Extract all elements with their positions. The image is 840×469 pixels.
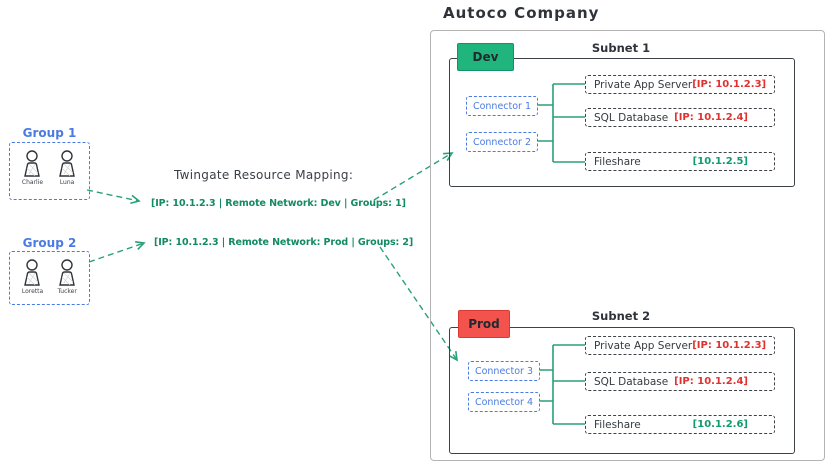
arrow-group1-to-mapping1	[86, 189, 141, 205]
group2-label: Group 2	[22, 236, 77, 250]
person-name: Luna	[59, 179, 75, 186]
person-name: Tucker	[57, 288, 77, 295]
person-name: Charlie	[21, 179, 44, 186]
group1-label: Group 1	[22, 126, 77, 140]
connector-3: Connector 3	[468, 361, 540, 381]
resource-label: SQL Database	[594, 111, 669, 124]
mapping-entry-prod: [IP: 10.1.2.3 | Remote Network: Prod | G…	[154, 237, 414, 248]
prod-tag: Prod	[458, 310, 510, 338]
resource-label: Private App Server	[594, 78, 693, 91]
dev-tag: Dev	[457, 43, 514, 71]
resource-fileshare-2: Fileshare [10.1.2.6]	[585, 415, 775, 434]
resource-ip: [IP: 10.1.2.4]	[674, 376, 748, 387]
resource-label: Fileshare	[594, 155, 641, 168]
resource-ip: [10.1.2.6]	[692, 419, 748, 430]
person-icon	[59, 150, 75, 177]
person-tucker: Tucker	[57, 259, 77, 295]
connector-1: Connector 1	[466, 96, 538, 116]
person-icon	[24, 150, 41, 177]
connector-2: Connector 2	[466, 132, 538, 152]
mapping-entry-dev: [IP: 10.1.2.3 | Remote Network: Dev | Gr…	[151, 198, 406, 209]
subnet2-title: Subnet 2	[591, 309, 651, 323]
resource-fileshare-1: Fileshare [10.1.2.5]	[585, 152, 775, 171]
person-icon	[59, 259, 76, 286]
company-boundary-box	[430, 30, 825, 461]
resource-private-app-server-1: Private App Server [IP: 10.1.2.3]	[585, 75, 775, 94]
subnet2-box	[449, 327, 795, 454]
person-loretta: Loretta	[22, 259, 43, 295]
resource-ip: [IP: 10.1.2.4]	[674, 112, 748, 123]
resource-label: SQL Database	[594, 375, 669, 388]
resource-ip: [IP: 10.1.2.3]	[692, 79, 767, 90]
person-name: Loretta	[21, 288, 44, 295]
resource-label: Private App Server	[594, 339, 693, 352]
resource-ip: [10.1.2.5]	[692, 156, 748, 167]
person-luna: Luna	[57, 150, 77, 186]
subnet1-title: Subnet 1	[591, 41, 651, 55]
resource-sql-database-2: SQL Database [IP: 10.1.2.4]	[585, 372, 775, 391]
group2-box: Loretta Tucker	[9, 251, 90, 305]
resource-private-app-server-2: Private App Server [IP: 10.1.2.3]	[585, 336, 775, 355]
arrow-group2-to-mapping2	[88, 241, 146, 263]
company-title: Autoco Company	[443, 4, 600, 22]
resource-label: Fileshare	[594, 418, 641, 431]
resource-ip: [IP: 10.1.2.3]	[692, 340, 767, 351]
connector-4: Connector 4	[468, 392, 540, 412]
person-icon	[24, 259, 41, 286]
person-charlie: Charlie	[22, 150, 43, 186]
subnet1-box	[449, 58, 795, 187]
resource-sql-database-1: SQL Database [IP: 10.1.2.4]	[585, 108, 775, 127]
mapping-title: Twingate Resource Mapping:	[174, 168, 354, 182]
group1-box: Charlie Luna	[9, 142, 90, 200]
